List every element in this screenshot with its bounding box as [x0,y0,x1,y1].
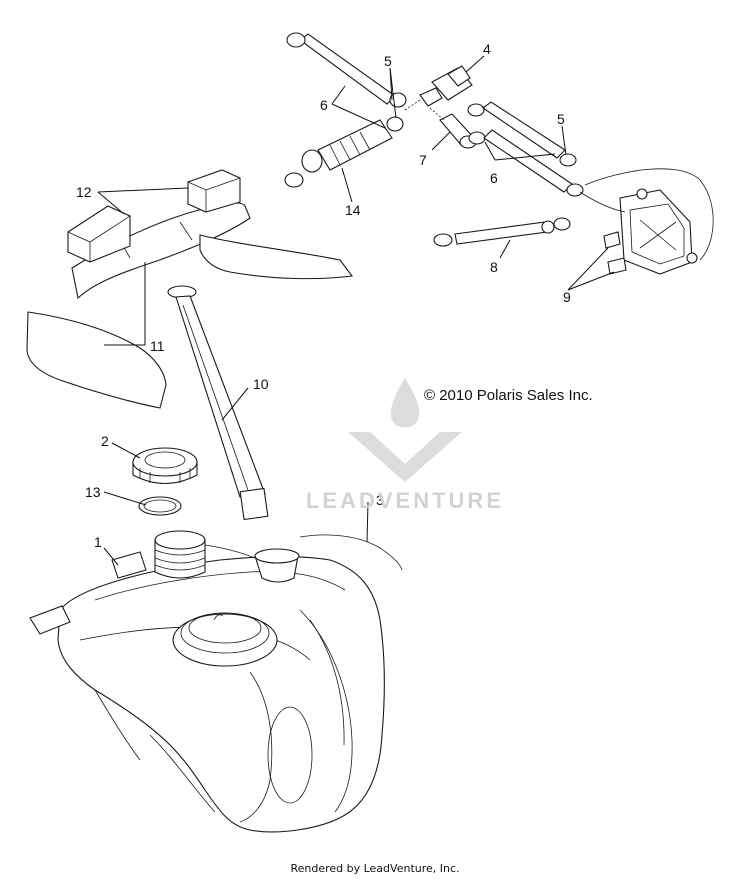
copyright-notice: © 2010 Polaris Sales Inc. [424,387,593,404]
tank-strap-part [26,202,354,409]
callout-4: 4 [483,41,491,57]
callout-10: 10 [253,376,269,392]
fitting-part [429,107,477,149]
right-fuel-hose-part [467,101,584,197]
leader-lines [97,55,615,566]
lower-fuel-hose-part [433,217,571,247]
fuel-filter-part [404,65,473,111]
callout-13: 13 [85,484,101,500]
callout-12: 12 [76,184,92,200]
callout-9: 9 [563,289,571,305]
vent-hose-part [299,534,403,571]
callout-3: 3 [376,492,384,508]
strap-pad-part [67,169,241,263]
grommet-part [603,231,627,275]
callout-6-right: 6 [490,170,498,186]
callout-11: 11 [150,338,165,354]
fuel-pump-part [579,168,714,275]
callout-8: 8 [490,259,498,275]
protective-sleeve-part [284,119,393,188]
fuel-tank-part [29,530,385,833]
fuel-cap-part [132,447,198,484]
footer-credit: Rendered by LeadVenture, Inc. [290,862,460,875]
callout-6-upper: 6 [320,97,328,113]
callout-1: 1 [94,534,102,550]
callout-14: 14 [345,202,361,218]
callout-2: 2 [101,433,109,449]
fuel-sender-part [167,285,269,521]
callout-labels: 1 2 3 4 5 5 6 6 7 8 9 10 11 12 13 14 [76,41,571,550]
callout-5-right: 5 [557,111,565,127]
upper-fuel-hose-part [286,32,407,132]
callout-7: 7 [419,152,427,168]
callout-5-upper: 5 [384,53,392,69]
seal-ring-part [138,496,182,516]
